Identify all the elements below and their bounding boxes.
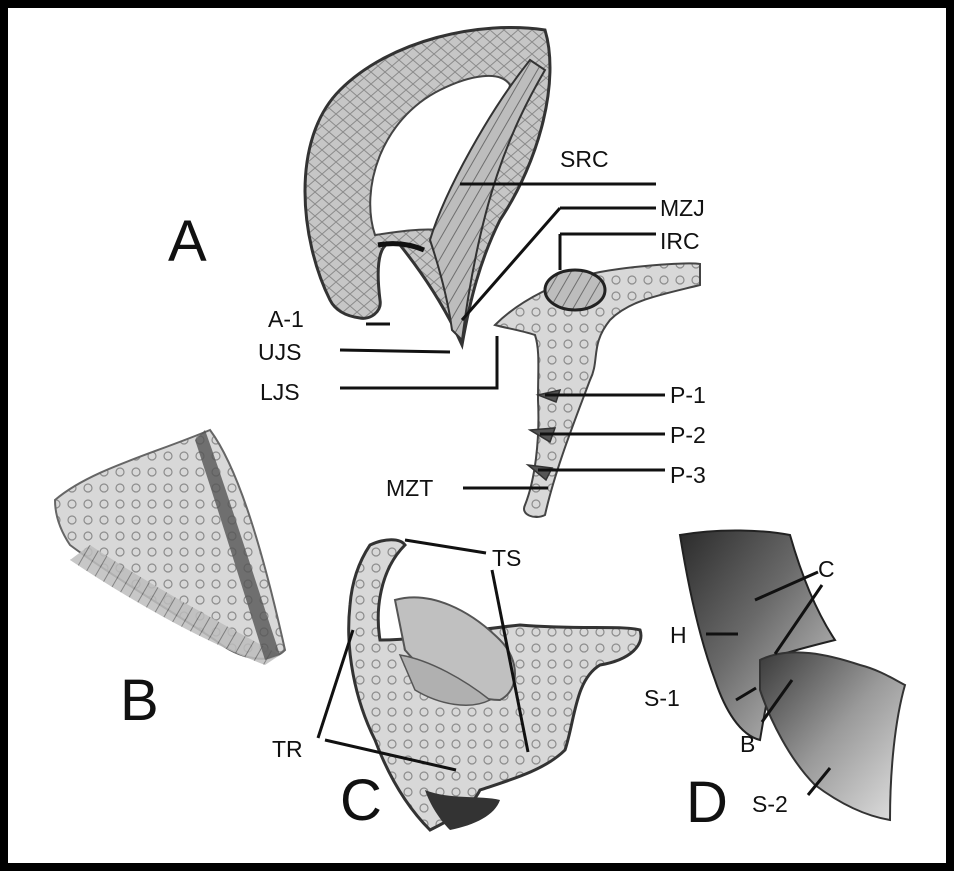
label-s2: S-2	[752, 791, 788, 817]
label-c: C	[818, 556, 835, 582]
label-mzj: MZJ	[660, 195, 705, 221]
panel-label-d: D	[686, 770, 728, 835]
label-ljs: LJS	[260, 379, 300, 405]
label-ts: TS	[492, 545, 521, 571]
label-tr: TR	[272, 736, 303, 762]
label-s1: S-1	[644, 685, 680, 711]
label-p1: P-1	[670, 382, 706, 408]
label-a1: A-1	[268, 306, 304, 332]
panel-c-specimen	[347, 538, 643, 832]
leader-lines	[316, 182, 832, 796]
label-ujs: UJS	[258, 339, 301, 365]
label-irc: IRC	[660, 228, 700, 254]
panel-a-specimen	[303, 26, 701, 518]
label-b: B	[740, 731, 755, 757]
label-src: SRC	[560, 146, 609, 172]
label-p3: P-3	[670, 462, 706, 488]
label-p2: P-2	[670, 422, 706, 448]
panel-b-specimen	[53, 428, 287, 665]
panel-label-b: B	[120, 668, 159, 733]
panel-label-c: C	[340, 768, 382, 833]
panel-label-a: A	[168, 209, 207, 274]
label-h: H	[670, 622, 687, 648]
label-mzt: MZT	[386, 475, 433, 501]
